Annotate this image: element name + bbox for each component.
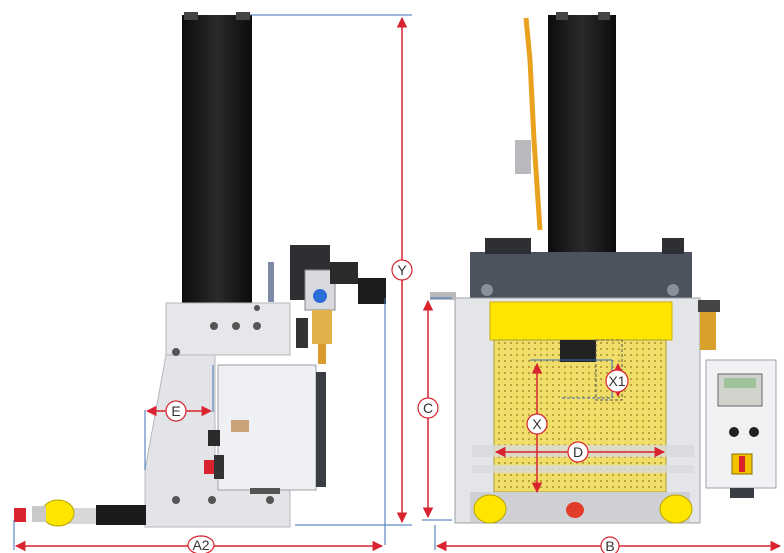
- front-view-machine: [430, 12, 777, 524]
- extension-lines: [13, 14, 613, 550]
- label-x: X: [526, 413, 548, 435]
- label-a2-text: A2: [192, 537, 209, 553]
- label-x-text: X: [532, 416, 542, 432]
- label-y-text: Y: [397, 262, 407, 278]
- side-view-machine: [14, 12, 386, 528]
- label-a2: A2: [187, 535, 215, 553]
- side-view-pneumatic-unit: [268, 245, 386, 364]
- front-view-yellow-hose: [523, 17, 543, 231]
- label-c-text: C: [423, 400, 433, 416]
- label-e-text: E: [171, 403, 180, 419]
- front-view-right-bumper: [659, 494, 693, 524]
- front-view-yellow-cover: [489, 301, 673, 341]
- front-view-left-bumper: [473, 494, 507, 524]
- label-b: B: [600, 536, 620, 553]
- label-x1-text: X1: [608, 373, 625, 389]
- side-view-column: [182, 15, 252, 307]
- label-d: D: [567, 441, 589, 463]
- side-view-upper-plate: [165, 302, 291, 356]
- label-x1: X1: [605, 369, 629, 393]
- label-b-text: B: [605, 538, 614, 553]
- label-e: E: [165, 400, 187, 422]
- label-y: Y: [391, 259, 413, 281]
- side-view-yellow-bumper: [41, 499, 75, 527]
- front-view-top-housing: [470, 252, 692, 304]
- dimension-labels: Y C E A2 B X X1 D: [165, 259, 629, 553]
- label-c: C: [417, 397, 439, 419]
- label-d-text: D: [573, 444, 583, 460]
- side-view-red-button: [204, 460, 216, 474]
